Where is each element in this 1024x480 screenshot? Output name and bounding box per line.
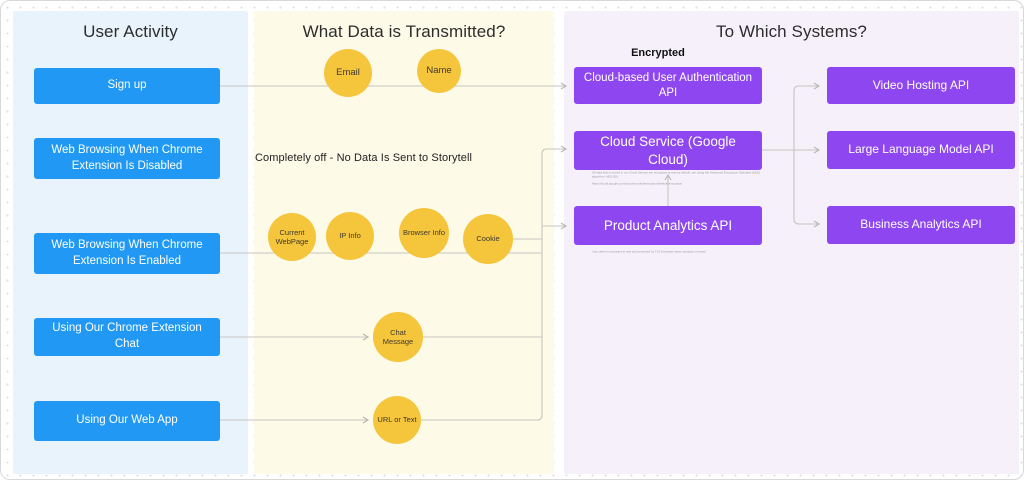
data-bubble-current-webpage[interactable]: Current WebPage bbox=[268, 213, 316, 261]
data-bubble-cookie[interactable]: Cookie bbox=[463, 214, 513, 264]
system-node-llm-api[interactable]: Large Language Model API bbox=[827, 131, 1015, 169]
product-analytics-encryption-note: Your data is encrypted at rest and prote… bbox=[592, 250, 706, 254]
data-bubble-ip-info[interactable]: IP Info bbox=[326, 212, 374, 260]
data-bubble-url-or-text[interactable]: URL or Text bbox=[373, 396, 421, 444]
data-transmitted-title: What Data is Transmitted? bbox=[302, 22, 506, 41]
system-node-auth-api[interactable]: Cloud-based User Authentication API bbox=[574, 67, 762, 104]
no-data-note: Completely off - No Data Is Sent to Stor… bbox=[255, 152, 473, 164]
system-node-business-analytics[interactable]: Business Analytics API bbox=[827, 206, 1015, 244]
activity-node-sign-up[interactable]: Sign up bbox=[34, 68, 220, 104]
data-bubble-browser-info[interactable]: Browser Info bbox=[399, 208, 449, 258]
encrypted-label: Encrypted bbox=[631, 47, 685, 59]
cloud-service-encryption-link: https://cloud.google.com/docs/security/e… bbox=[592, 182, 683, 186]
activity-node-browsing-disabled[interactable]: Web Browsing When Chrome Extension Is Di… bbox=[34, 138, 220, 179]
user-activity-title: User Activity bbox=[83, 22, 178, 41]
cloud-service-encryption-note: All data that is stored in our Cloud Ser… bbox=[592, 171, 760, 179]
data-bubble-chat-message[interactable]: Chat Message bbox=[373, 312, 423, 362]
activity-node-extension-chat[interactable]: Using Our Chrome Extension Chat bbox=[34, 318, 220, 356]
activity-node-browsing-enabled[interactable]: Web Browsing When Chrome Extension Is En… bbox=[34, 233, 220, 274]
system-node-video-hosting[interactable]: Video Hosting API bbox=[827, 67, 1015, 104]
system-node-product-analytics[interactable]: Product Analytics API bbox=[574, 206, 762, 245]
system-node-cloud-service[interactable]: Cloud Service (Google Cloud) bbox=[574, 131, 762, 170]
data-bubble-name[interactable]: Name bbox=[417, 49, 461, 93]
systems-title: To Which Systems? bbox=[716, 22, 867, 41]
activity-node-web-app[interactable]: Using Our Web App bbox=[34, 401, 220, 441]
data-bubble-email[interactable]: Email bbox=[324, 49, 372, 97]
